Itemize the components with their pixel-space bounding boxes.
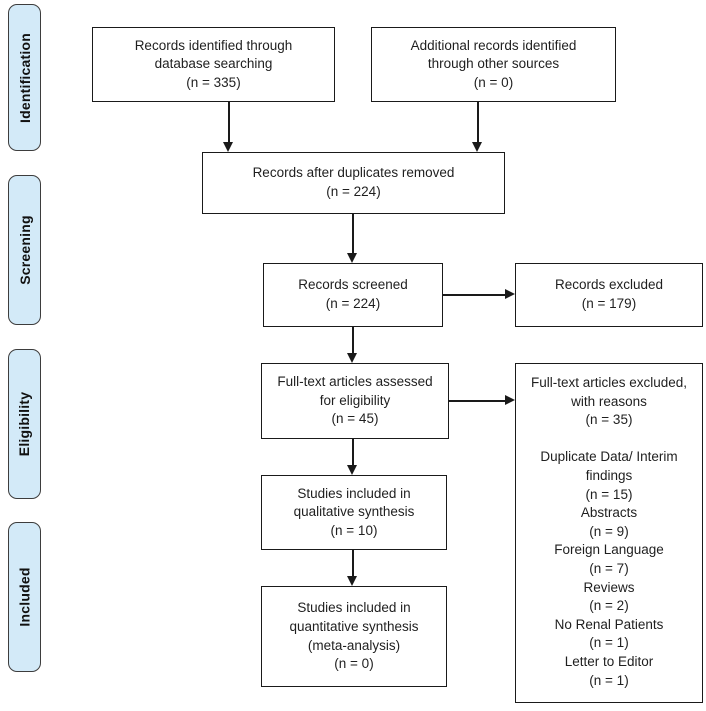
box-quantitative-line-2: quantitative synthesis <box>289 618 419 634</box>
stage-screening-label: Screening <box>16 215 33 285</box>
box-duplicates-removed-count: (n = 224) <box>326 184 381 199</box>
box-quantitative-line-1: Studies included in <box>297 600 411 616</box>
box-records-screened-line-1: Records screened <box>298 277 408 293</box>
reason-reviews-count: (n = 2) <box>589 598 629 614</box>
box-duplicates-removed: Records after duplicates removed (n = 22… <box>202 152 505 214</box>
stage-identification-label: Identification <box>16 32 33 123</box>
box-duplicates-removed-line-1: Records after duplicates removed <box>252 165 455 181</box>
reason-reviews: Reviews <box>583 579 635 595</box>
arrow-line <box>443 294 507 296</box>
arrow-line <box>228 102 230 144</box>
reason-foreign-language-count: (n = 7) <box>589 560 629 576</box>
reason-duplicate-data-line-2: findings <box>585 467 633 483</box>
arrow-line <box>352 439 354 467</box>
arrow-line <box>352 550 354 578</box>
box-records-excluded-line-1: Records excluded <box>554 277 664 293</box>
box-additional-records-line-1: Additional records identified <box>410 37 577 53</box>
arrowhead-down-icon <box>347 576 357 586</box>
box-records-identified-line-1: Records identified through <box>134 37 293 53</box>
arrowhead-down-icon <box>347 253 357 263</box>
stage-screening: Screening <box>8 175 41 325</box>
box-records-identified-count: (n = 335) <box>186 74 241 90</box>
arrowhead-down-icon <box>347 465 357 475</box>
box-qualitative-line-2: qualitative synthesis <box>293 504 415 520</box>
box-quantitative-synthesis: Studies included in quantitative synthes… <box>261 586 447 687</box>
box-additional-records-line-2: through other sources <box>427 56 560 72</box>
arrow-line <box>477 102 479 144</box>
arrow-line <box>352 214 354 255</box>
box-fulltext-assessed-count: (n = 45) <box>331 411 379 427</box>
arrow-line <box>352 327 354 355</box>
arrowhead-down-icon <box>347 353 357 363</box>
stage-eligibility-label: Eligibility <box>16 391 33 457</box>
arrowhead-down-icon <box>223 142 233 152</box>
box-fulltext-assessed-line-1: Full-text articles assessed <box>277 374 433 390</box>
reason-foreign-language: Foreign Language <box>554 542 664 558</box>
box-additional-records: Additional records identified through ot… <box>371 27 616 102</box>
arrowhead-right-icon <box>505 395 515 405</box>
box-records-screened-count: (n = 224) <box>325 296 381 311</box>
box-fulltext-excluded-spacer <box>516 430 702 449</box>
reason-duplicate-data-line-1: Duplicate Data/ Interim <box>540 449 678 465</box>
box-fulltext-excluded-count: (n = 35) <box>585 412 633 428</box>
box-quantitative-line-3: (meta-analysis) <box>307 637 401 653</box>
box-qualitative-count: (n = 10) <box>330 522 378 538</box>
box-records-screened: Records screened (n = 224) <box>263 263 443 327</box>
box-fulltext-assessed-line-2: for eligibility <box>319 392 391 408</box>
reason-abstracts-count: (n = 9) <box>589 523 629 539</box>
box-records-identified: Records identified through database sear… <box>92 27 335 102</box>
reason-no-renal-patients: No Renal Patients <box>554 616 664 632</box>
arrowhead-down-icon <box>472 142 482 152</box>
box-fulltext-assessed: Full-text articles assessed for eligibil… <box>261 363 449 439</box>
box-qualitative-synthesis: Studies included in qualitative synthesi… <box>261 475 447 550</box>
box-fulltext-excluded-line-2: with reasons <box>571 393 647 409</box>
box-records-identified-line-2: database searching <box>154 56 273 72</box>
reason-letter-to-editor-count: (n = 1) <box>589 672 629 688</box>
reason-no-renal-patients-count: (n = 1) <box>589 635 629 651</box>
stage-included: Included <box>8 522 41 672</box>
stage-eligibility: Eligibility <box>8 349 41 499</box>
reason-letter-to-editor: Letter to Editor <box>564 653 654 669</box>
arrow-line <box>449 400 507 402</box>
box-fulltext-excluded-line-1: Full-text articles excluded, <box>530 375 688 390</box>
box-additional-records-count: (n = 0) <box>473 74 514 90</box>
box-fulltext-excluded: Full-text articles excluded, with reason… <box>515 363 703 703</box>
box-records-excluded-count: (n = 179) <box>581 296 637 311</box>
reason-abstracts: Abstracts <box>580 505 638 521</box>
box-qualitative-line-1: Studies included in <box>297 485 411 501</box>
box-records-excluded: Records excluded (n = 179) <box>515 263 703 327</box>
arrowhead-right-icon <box>505 289 515 299</box>
reason-duplicate-data-count: (n = 15) <box>585 486 633 502</box>
stage-included-label: Included <box>16 567 33 627</box>
stage-identification: Identification <box>8 4 41 151</box>
box-quantitative-count: (n = 0) <box>334 656 374 672</box>
